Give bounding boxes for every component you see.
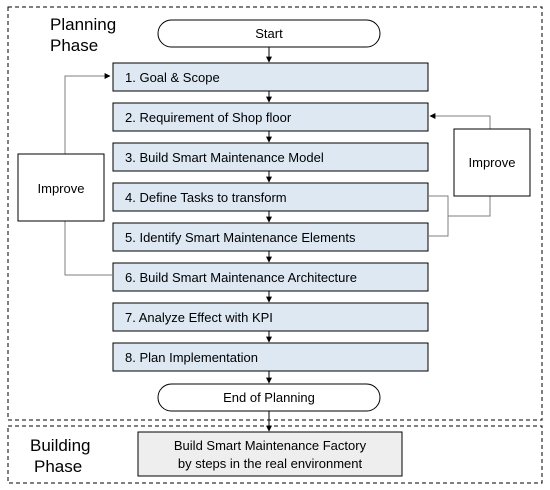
step-label-1: 1. Goal & Scope <box>125 70 220 85</box>
planning-phase-frame <box>7 6 543 421</box>
improve-right-label: Improve <box>469 155 516 170</box>
step-label-5: 5. Identify Smart Maintenance Elements <box>125 230 356 245</box>
step-label-4: 4. Define Tasks to transform <box>125 190 287 205</box>
planning-phase-label-line2: Phase <box>50 36 98 55</box>
step-box-2 <box>112 102 429 132</box>
building-action-box <box>137 431 403 477</box>
step-label-2: 2. Requirement of Shop floor <box>125 110 292 125</box>
step-box-6 <box>112 262 429 292</box>
step-label-8: 8. Plan Implementation <box>125 350 258 365</box>
step-box-4 <box>112 182 429 212</box>
start-label: Start <box>255 26 283 41</box>
end-label: End of Planning <box>223 390 315 405</box>
step-label-6: 6. Build Smart Maintenance Architecture <box>125 270 357 285</box>
step-box-1 <box>112 62 429 92</box>
building-phase-frame <box>7 425 543 484</box>
improve-left-label: Improve <box>38 181 85 196</box>
improve-right-loop-in <box>428 195 449 237</box>
step-box-3 <box>112 142 429 172</box>
step-box-8 <box>112 342 429 372</box>
step-label-3: 3. Build Smart Maintenance Model <box>125 150 324 165</box>
building-action-line1: Build Smart Maintenance Factory <box>174 438 367 453</box>
step-box-7 <box>112 302 429 332</box>
building-phase-label-line1: Building <box>30 436 91 455</box>
step-box-5 <box>112 222 429 252</box>
building-action-line2: by steps in the real environment <box>178 456 363 471</box>
improve-right-box <box>453 128 531 197</box>
planning-phase-label-line1: Planning <box>50 15 116 34</box>
improve-left-box <box>17 153 105 222</box>
step-label-7: 7. Analyze Effect with KPI <box>125 310 273 325</box>
building-phase-label-line2: Phase <box>34 457 82 476</box>
